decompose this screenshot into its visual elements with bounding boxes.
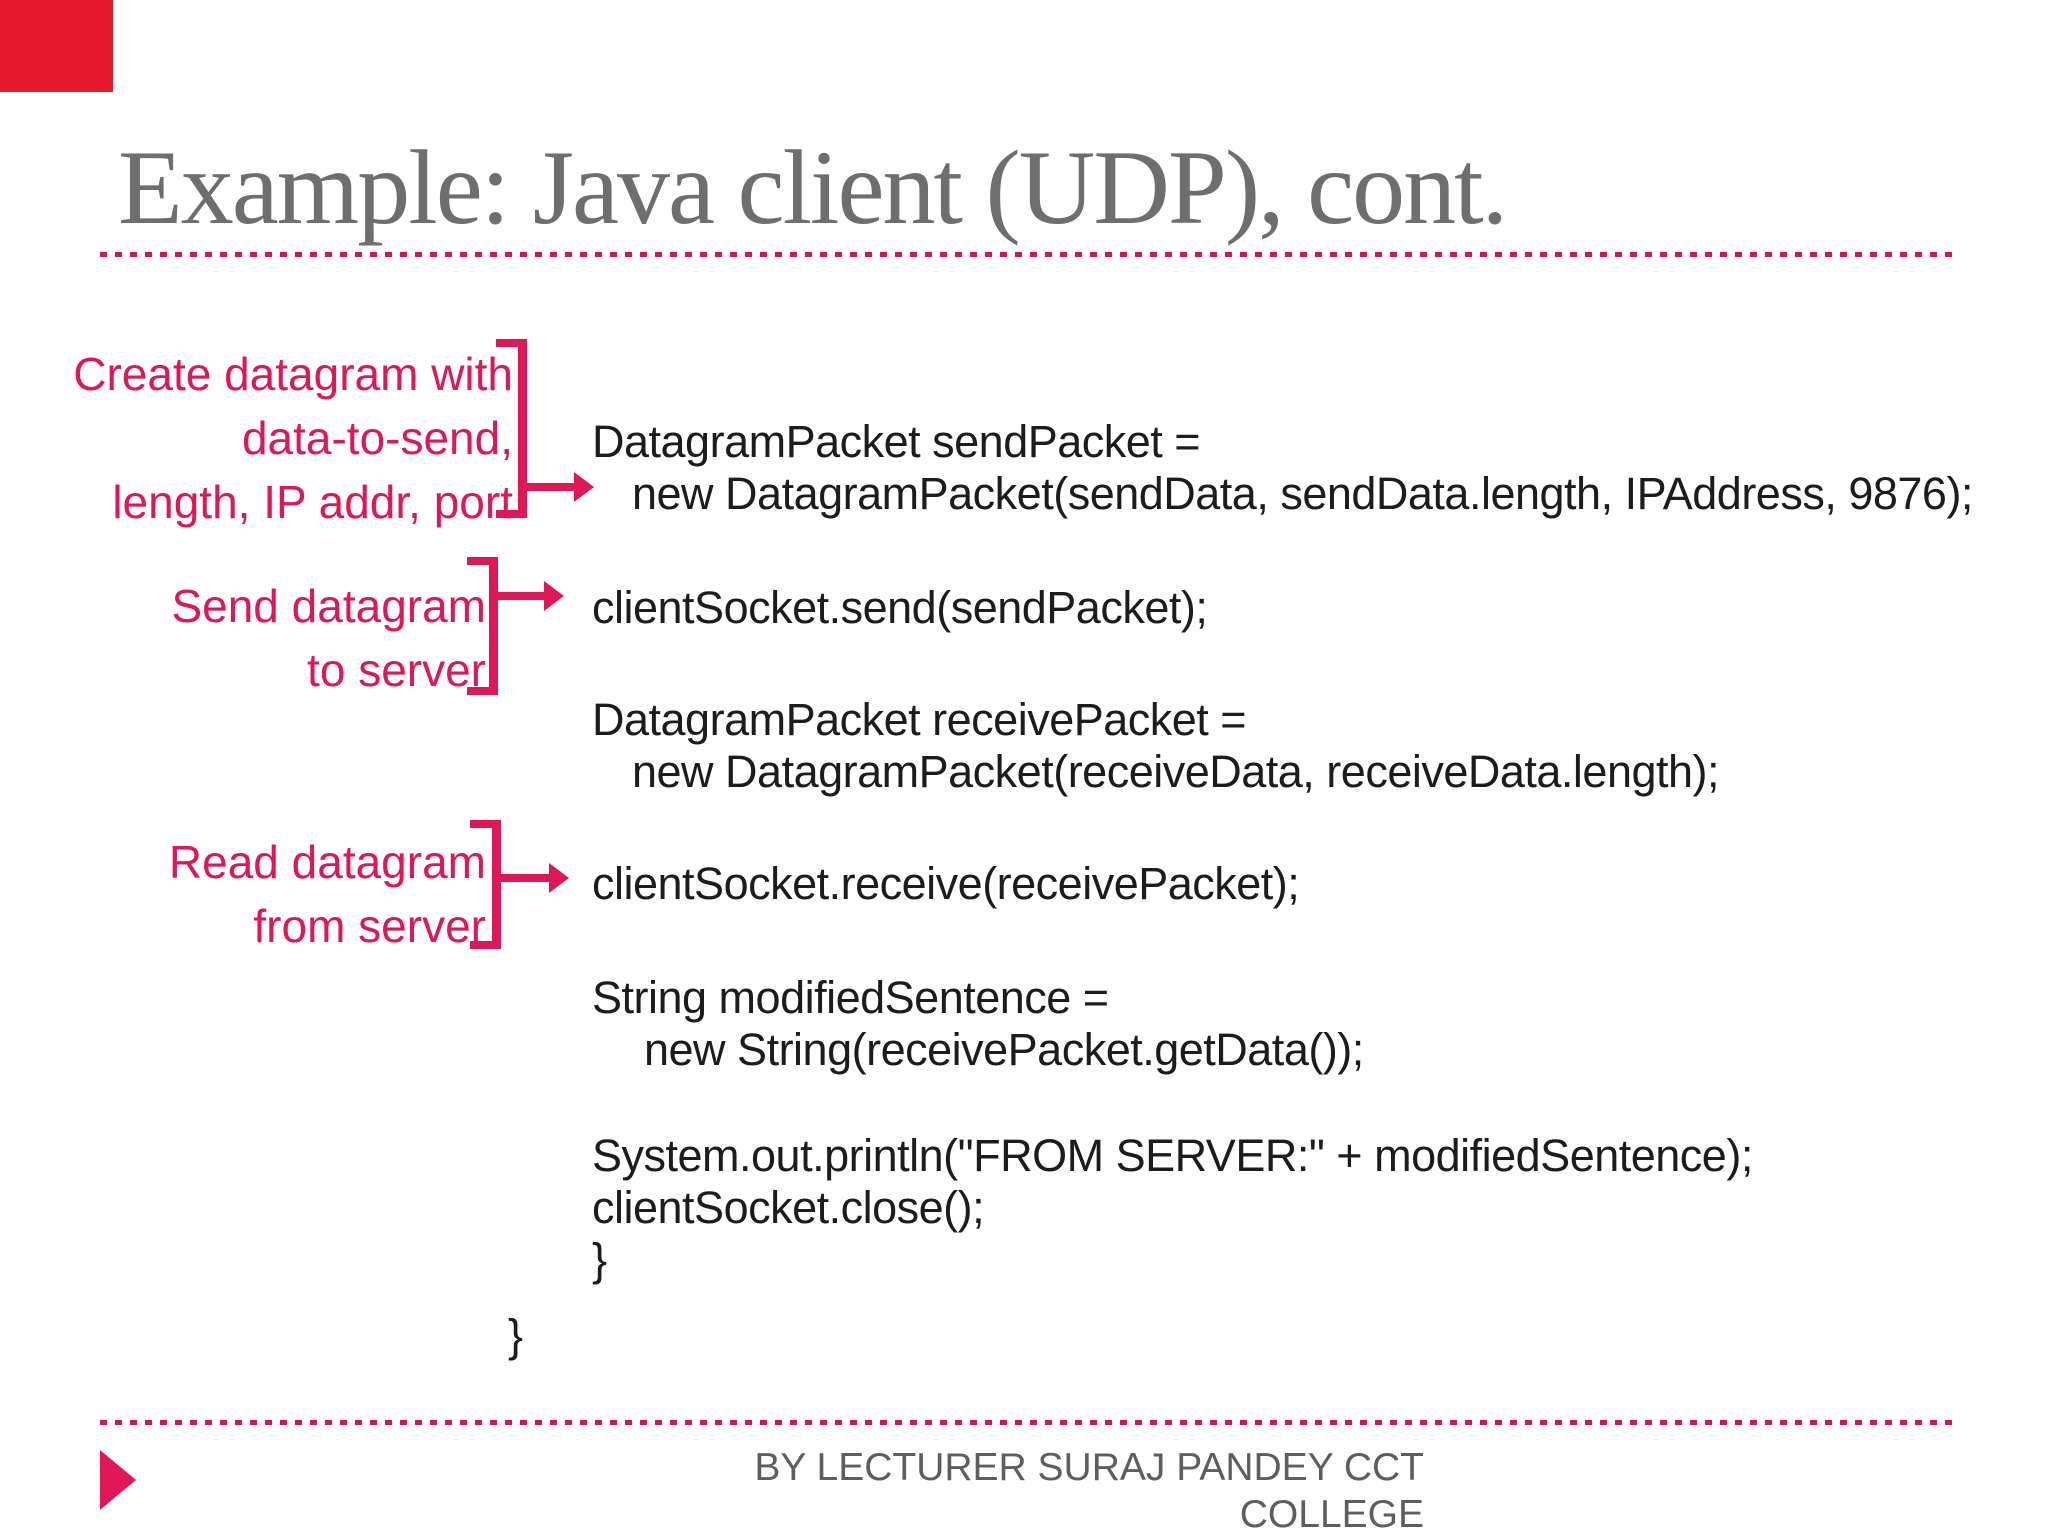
- code-block-send: clientSocket.send(sendPacket);: [592, 582, 1208, 634]
- footer-credit: BY LECTURER SURAJ PANDEY CCT COLLEGE: [754, 1444, 1424, 1536]
- annotation-create-datagram: Create datagram with data-to-send, lengt…: [73, 342, 513, 534]
- code-line: String modifiedSentence =: [592, 972, 1109, 1023]
- arrow-right-icon: [526, 472, 594, 502]
- bracket-read-datagram: [470, 820, 501, 949]
- code-block-modified-sentence: String modifiedSentence = new String(rec…: [592, 972, 1364, 1076]
- annotation-line: Read datagram: [168, 836, 486, 888]
- code-line: new DatagramPacket(receiveData, receiveD…: [632, 746, 1720, 797]
- code-line: clientSocket.receive(receivePacket);: [592, 858, 1300, 909]
- annotation-read-datagram: Read datagram from server: [169, 830, 486, 958]
- annotation-send-datagram: Send datagram to server: [171, 574, 486, 702]
- code-line: DatagramPacket sendPacket =: [592, 416, 1201, 467]
- code-outer-brace: }: [508, 1310, 524, 1361]
- code-line: clientSocket.close();: [592, 1182, 985, 1233]
- code-line: new String(receivePacket.getData());: [644, 1024, 1364, 1075]
- bracket-create-datagram: [496, 339, 527, 518]
- code-block-receive-packet: DatagramPacket receivePacket = new Datag…: [592, 694, 1720, 798]
- code-line: System.out.println("FROM SERVER:" + modi…: [592, 1130, 1753, 1181]
- annotation-line: Send datagram: [171, 580, 486, 632]
- code-block-send-packet: DatagramPacket sendPacket = new Datagram…: [592, 416, 1973, 520]
- annotation-line: Create datagram with: [73, 348, 513, 400]
- play-triangle-icon: [100, 1450, 136, 1510]
- slide-title: Example: Java client (UDP), cont.: [118, 129, 1508, 246]
- annotation-line: from server: [253, 900, 486, 952]
- annotation-line: data-to-send,: [241, 412, 513, 464]
- code-block-println-close: System.out.println("FROM SERVER:" + modi…: [592, 1130, 1753, 1286]
- title-divider: [100, 252, 1958, 257]
- arrow-right-icon: [501, 863, 569, 893]
- corner-accent-block: [0, 0, 113, 92]
- annotation-line: length, IP addr, port: [112, 476, 513, 528]
- code-line: new DatagramPacket(sendData, sendData.le…: [632, 468, 1973, 519]
- footer-line: COLLEGE: [1239, 1493, 1424, 1536]
- footer-divider: [100, 1420, 1960, 1425]
- code-line: }: [592, 1234, 607, 1285]
- code-line: clientSocket.send(sendPacket);: [592, 582, 1208, 633]
- code-block-receive: clientSocket.receive(receivePacket);: [592, 858, 1300, 910]
- annotation-line: to server: [307, 644, 486, 696]
- arrow-right-icon: [498, 581, 564, 611]
- bracket-send-datagram: [467, 557, 498, 695]
- code-line: DatagramPacket receivePacket =: [592, 694, 1247, 745]
- footer-line: BY LECTURER SURAJ PANDEY CCT: [754, 1446, 1424, 1489]
